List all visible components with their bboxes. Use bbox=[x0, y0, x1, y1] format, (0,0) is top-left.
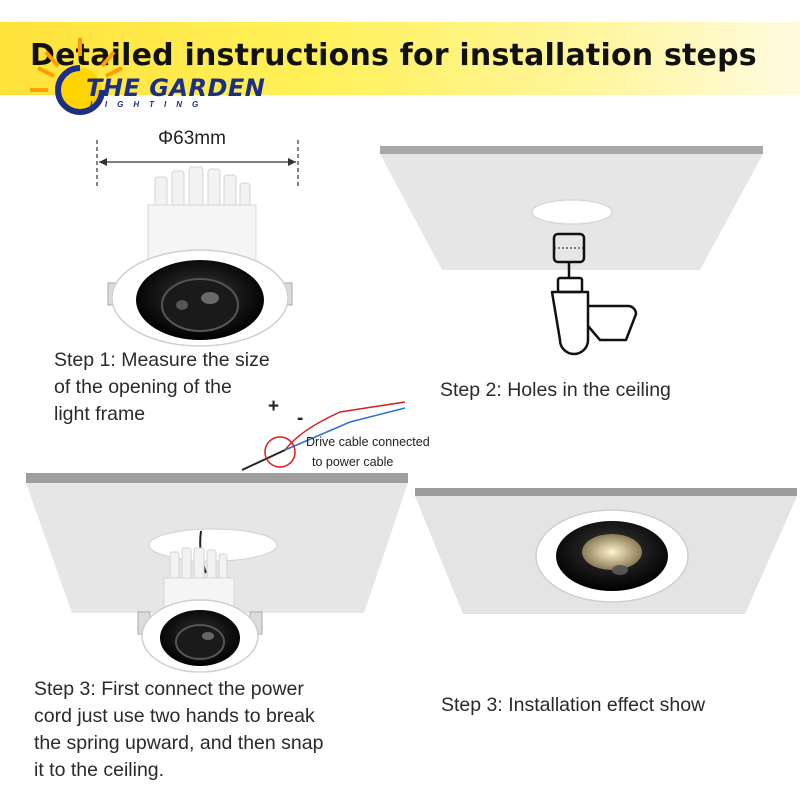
step1-text: Step 1: Measure the size of the opening … bbox=[54, 347, 270, 428]
step3b-text: Step 3: Installation effect show bbox=[441, 694, 706, 716]
ceiling-panel-installed bbox=[415, 488, 797, 614]
step1-line: Step 1: Measure the size bbox=[54, 349, 270, 371]
dimension-line bbox=[96, 140, 299, 188]
minus-sign: - bbox=[297, 408, 304, 429]
step3a-line: it to the ceiling. bbox=[34, 759, 165, 781]
sun-icon bbox=[30, 38, 123, 115]
downlight-fixture-installing bbox=[137, 547, 263, 673]
wire-cable bbox=[241, 401, 406, 471]
step2-text: Step 2: Holes in the ceiling bbox=[440, 379, 671, 401]
step1-line: of the opening of the bbox=[54, 376, 232, 398]
step3a-line: cord just use two hands to break bbox=[34, 705, 315, 727]
step3a-line: the spring upward, and then snap bbox=[34, 732, 324, 754]
ceiling-panel-install bbox=[26, 473, 408, 613]
wiring-note-line2: to power cable bbox=[312, 455, 394, 469]
plus-sign: + bbox=[268, 396, 280, 417]
page-title: Detailed instructions for installation s… bbox=[30, 38, 757, 73]
brand-subtitle: LIGHTING bbox=[90, 100, 209, 109]
brand-name: THE GARDEN bbox=[86, 74, 266, 102]
step1-line: light frame bbox=[54, 403, 146, 425]
wiring-note-line1: Drive cable connected bbox=[306, 435, 430, 449]
ceiling-panel-drill bbox=[380, 146, 763, 270]
step3a-text: Step 3: First connect the power cord jus… bbox=[34, 676, 323, 784]
header-banner bbox=[0, 22, 800, 95]
drill-icon bbox=[550, 232, 638, 356]
downlight-fixture bbox=[107, 166, 293, 347]
brand-logo bbox=[30, 38, 123, 115]
step3a-line: Step 3: First connect the power bbox=[34, 678, 304, 700]
dimension-label: Φ63mm bbox=[158, 128, 226, 149]
